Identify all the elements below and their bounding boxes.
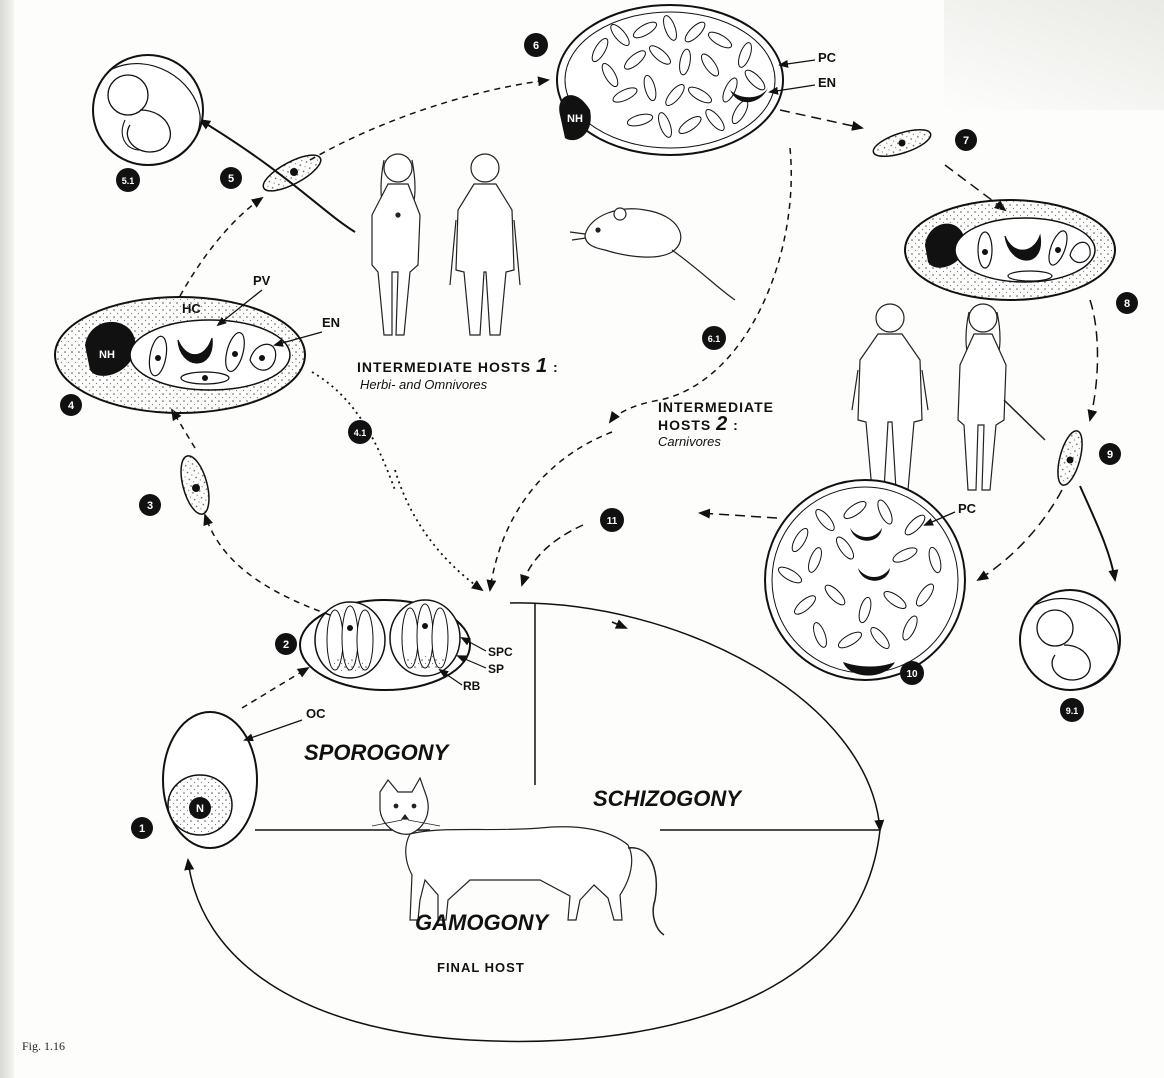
nh-left-label: NH (99, 349, 115, 361)
intermediate-hosts-2-colon: : (733, 417, 739, 433)
svg-text:4.1: 4.1 (354, 428, 367, 438)
svg-text:10: 10 (906, 669, 918, 680)
intermediate-hosts-1-title: INTERMEDIATE HOSTS (357, 359, 531, 375)
tachyzoite-step-5 (259, 148, 326, 197)
gamogony-label: GAMOGONY (415, 910, 551, 935)
step-badge-1: 1 (131, 817, 153, 839)
main-cycle-arcs (188, 603, 880, 1041)
pv-label: PV (253, 273, 271, 288)
step-badge-4: 4 (60, 394, 82, 416)
intermediate-hosts-1-subtitle: Herbi- and Omnivores (360, 377, 488, 392)
svg-text:6: 6 (533, 40, 539, 52)
mouse-intermediate-host (570, 208, 735, 300)
host-cell-step-4 (55, 297, 305, 413)
sporozoite-step-3 (176, 453, 215, 517)
spc-label: SPC (488, 645, 513, 659)
intermediate-hosts-2-number: 2 (715, 413, 728, 435)
svg-text:9: 9 (1107, 449, 1113, 461)
step-badge-3: 3 (139, 494, 161, 516)
intermediate-hosts-1-number: 1 (536, 355, 548, 377)
step-badge-10: 10 (900, 661, 924, 685)
svg-text:9.1: 9.1 (1066, 706, 1079, 716)
schizogony-label: SCHIZOGONY (593, 786, 743, 811)
step-badge-6-1: 6.1 (702, 326, 726, 350)
svg-text:7: 7 (963, 135, 969, 147)
oc-label: OC (306, 706, 326, 721)
svg-text:3: 3 (147, 500, 153, 512)
step-badge-9: 9 (1099, 443, 1121, 465)
svg-text:1: 1 (139, 823, 145, 835)
sp-label: SP (488, 662, 504, 676)
oocyst-step-1 (163, 712, 257, 848)
en-top-label: EN (818, 75, 836, 90)
step-badge-5-1: 5.1 (116, 168, 140, 192)
tissue-cyst-step-10 (765, 480, 965, 680)
intermediate-hosts-2-humans (852, 304, 1045, 490)
host-cell-step-8 (905, 200, 1115, 300)
pc-top-label: PC (818, 50, 837, 65)
sporogony-label: SPOROGONY (304, 740, 451, 765)
zoite-step-9 (1053, 428, 1087, 487)
intermediate-hosts-1-colon: : (553, 359, 559, 375)
svg-text:4: 4 (68, 400, 75, 412)
schizogony-mid-arrow (612, 622, 626, 628)
tissue-cyst-step-6 (555, 0, 785, 203)
bradyzoite-step-7 (870, 124, 933, 162)
nucleus-label: N (196, 803, 204, 815)
step-badge-11: 11 (600, 508, 624, 532)
svg-text:6.1: 6.1 (708, 334, 721, 344)
svg-text:HOSTS 2 :: HOSTS 2 : (658, 413, 739, 435)
nh-top-label: NH (567, 113, 583, 125)
pc-bottom-label: PC (958, 501, 977, 516)
step-badge-5: 5 (220, 167, 242, 189)
step-badge-6: 6 (524, 33, 548, 57)
intermediate-hosts-1-humans (372, 154, 520, 335)
figure-caption: Fig. 1.16 (22, 1039, 65, 1053)
svg-text:11: 11 (607, 516, 618, 527)
rb-label: RB (463, 679, 481, 693)
svg-text:8: 8 (1124, 298, 1130, 310)
step-badge-8: 8 (1116, 292, 1138, 314)
fetus-step-9-1 (1020, 590, 1120, 690)
step-badge-4-1: 4.1 (348, 420, 372, 444)
en-left-label: EN (322, 315, 340, 330)
svg-text:5.1: 5.1 (122, 176, 135, 186)
step-badge-2: 2 (275, 633, 297, 655)
intermediate-hosts-2-subtitle: Carnivores (658, 434, 721, 449)
final-host-label: FINAL HOST (437, 960, 525, 975)
intermediate-hosts-2-title-line2: HOSTS (658, 417, 711, 433)
svg-text:5: 5 (228, 173, 234, 185)
svg-text:2: 2 (283, 639, 289, 651)
step-badge-7: 7 (955, 129, 977, 151)
fetus-step-5-1 (93, 55, 203, 165)
svg-text:INTERMEDIATE HOSTS 1 :: INTERMEDIATE HOSTS 1 : (357, 355, 559, 377)
step-badge-9-1: 9.1 (1060, 698, 1084, 722)
hc-label: HC (182, 301, 201, 316)
